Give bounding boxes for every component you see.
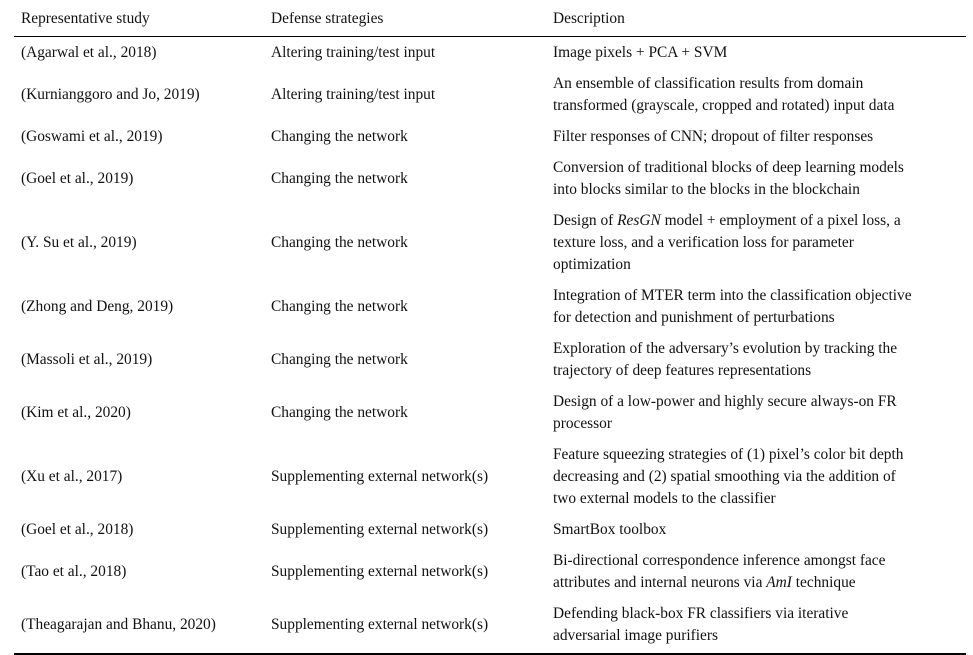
description-line: decreasing and (2) spatial smoothing via… [553, 467, 896, 485]
description-line: Design of ResGN model + employment of a … [553, 210, 966, 232]
cell-description: An ensemble of classification results fr… [546, 68, 966, 121]
cell-description: Feature squeezing strategies of (1) pixe… [546, 439, 966, 514]
table-row: (Goel et al., 2018) Supplementing extern… [14, 514, 966, 545]
table-row: (Theagarajan and Bhanu, 2020) Supplement… [14, 597, 966, 655]
cell-description: Design of a low-power and highly secure … [546, 386, 966, 439]
table-container: Representative study Defense strategies … [14, 4, 966, 655]
cell-strategy: Changing the network [271, 403, 408, 421]
cell-description: SmartBox toolbox [546, 514, 966, 545]
table-row: (Kim et al., 2020) Changing the network … [14, 386, 966, 439]
cell-study: (Massoli et al., 2019) [21, 350, 153, 368]
table-header: Representative study Defense strategies … [14, 4, 966, 37]
table-row: (Kurnianggoro and Jo, 2019) Altering tra… [14, 68, 966, 121]
description-text: attributes and internal neurons via [553, 573, 767, 591]
cell-description: Conversion of traditional blocks of deep… [546, 152, 966, 205]
cell-study: (Agarwal et al., 2018) [21, 43, 157, 61]
description-line: SmartBox toolbox [553, 520, 667, 538]
description-line: Design of a low-power and highly secure … [553, 392, 897, 410]
table-row: (Goel et al., 2019) Changing the network… [14, 152, 966, 205]
cell-strategy: Altering training/test input [271, 85, 436, 103]
table-row: (Zhong and Deng, 2019) Changing the netw… [14, 280, 966, 333]
cell-study: (Kim et al., 2020) [21, 403, 131, 421]
description-line: two external models to the classifier [553, 489, 776, 507]
cell-study: (Goel et al., 2019) [21, 169, 134, 187]
cell-description: Bi-directional correspondence inference … [546, 545, 966, 598]
table-row: (Xu et al., 2017) Supplementing external… [14, 439, 966, 514]
cell-strategy: Supplementing external network(s) [271, 562, 489, 580]
cell-strategy: Altering training/test input [271, 43, 436, 61]
description-line: transformed (grayscale, cropped and rota… [553, 96, 895, 114]
cell-strategy: Changing the network [271, 297, 408, 315]
description-line: Bi-directional correspondence inference … [553, 551, 886, 569]
description-line: Exploration of the adversary’s evolution… [553, 339, 898, 357]
table-row: (Y. Su et al., 2019) Changing the networ… [14, 205, 966, 280]
cell-strategy: Changing the network [271, 127, 408, 145]
technique-name: AmI [766, 573, 792, 591]
description-line: optimization [553, 255, 631, 273]
header-description: Description [546, 4, 966, 37]
description-line: trajectory of deep features representati… [553, 361, 812, 379]
table-row: (Massoli et al., 2019) Changing the netw… [14, 333, 966, 386]
description-line: processor [553, 414, 612, 432]
description-line: Conversion of traditional blocks of deep… [553, 158, 904, 176]
description-line: Filter responses of CNN; dropout of filt… [553, 127, 874, 145]
description-line: Image pixels + PCA + SVM [553, 43, 728, 61]
description-line: Defending black-box FR classifiers via i… [553, 604, 849, 622]
cell-study: (Xu et al., 2017) [21, 467, 123, 485]
cell-study: (Tao et al., 2018) [21, 562, 127, 580]
cell-strategy: Supplementing external network(s) [264, 597, 546, 655]
header-row: Representative study Defense strategies … [14, 4, 966, 37]
cell-description: Defending black-box FR classifiers via i… [546, 597, 966, 655]
description-line: texture loss, and a verification loss fo… [553, 233, 854, 251]
model-name: ResGN [617, 211, 661, 229]
cell-strategy: Changing the network [271, 169, 408, 187]
cell-study: (Goel et al., 2018) [21, 520, 134, 538]
cell-description: Filter responses of CNN; dropout of filt… [546, 121, 966, 152]
cell-study: (Kurnianggoro and Jo, 2019) [21, 85, 200, 103]
description-text: Design of [553, 211, 618, 229]
header-study: Representative study [14, 4, 264, 37]
table-row: (Agarwal et al., 2018) Altering training… [14, 36, 966, 68]
description-line: An ensemble of classification results fr… [553, 74, 864, 92]
description-line: for detection and punishment of perturba… [553, 308, 835, 326]
header-strategy: Defense strategies [264, 4, 546, 37]
description-line: adversarial image purifiers [553, 626, 718, 644]
description-line: Integration of MTER term into the classi… [553, 286, 912, 304]
description-line: into blocks similar to the blocks in the… [553, 180, 860, 198]
cell-description: Exploration of the adversary’s evolution… [546, 333, 966, 386]
description-line: attributes and internal neurons via AmI … [553, 572, 966, 594]
description-text: technique [791, 573, 856, 591]
cell-study: (Theagarajan and Bhanu, 2020) [14, 597, 264, 655]
cell-strategy: Supplementing external network(s) [271, 467, 489, 485]
cell-strategy: Changing the network [271, 350, 408, 368]
cell-study: (Zhong and Deng, 2019) [21, 297, 174, 315]
cell-study: (Goswami et al., 2019) [21, 127, 163, 145]
description-text: model + employment of a pixel loss, a [660, 211, 901, 229]
cell-description: Image pixels + PCA + SVM [546, 36, 966, 68]
table-body: (Agarwal et al., 2018) Altering training… [14, 36, 966, 655]
cell-description: Integration of MTER term into the classi… [546, 280, 966, 333]
defense-strategies-table: Representative study Defense strategies … [14, 4, 966, 655]
cell-strategy: Supplementing external network(s) [271, 520, 489, 538]
cell-description: Design of ResGN model + employment of a … [546, 205, 966, 280]
table-row: (Tao et al., 2018) Supplementing externa… [14, 545, 966, 598]
cell-study: (Y. Su et al., 2019) [21, 233, 137, 251]
table-row: (Goswami et al., 2019) Changing the netw… [14, 121, 966, 152]
description-line: Feature squeezing strategies of (1) pixe… [553, 445, 904, 463]
cell-strategy: Changing the network [271, 233, 408, 251]
